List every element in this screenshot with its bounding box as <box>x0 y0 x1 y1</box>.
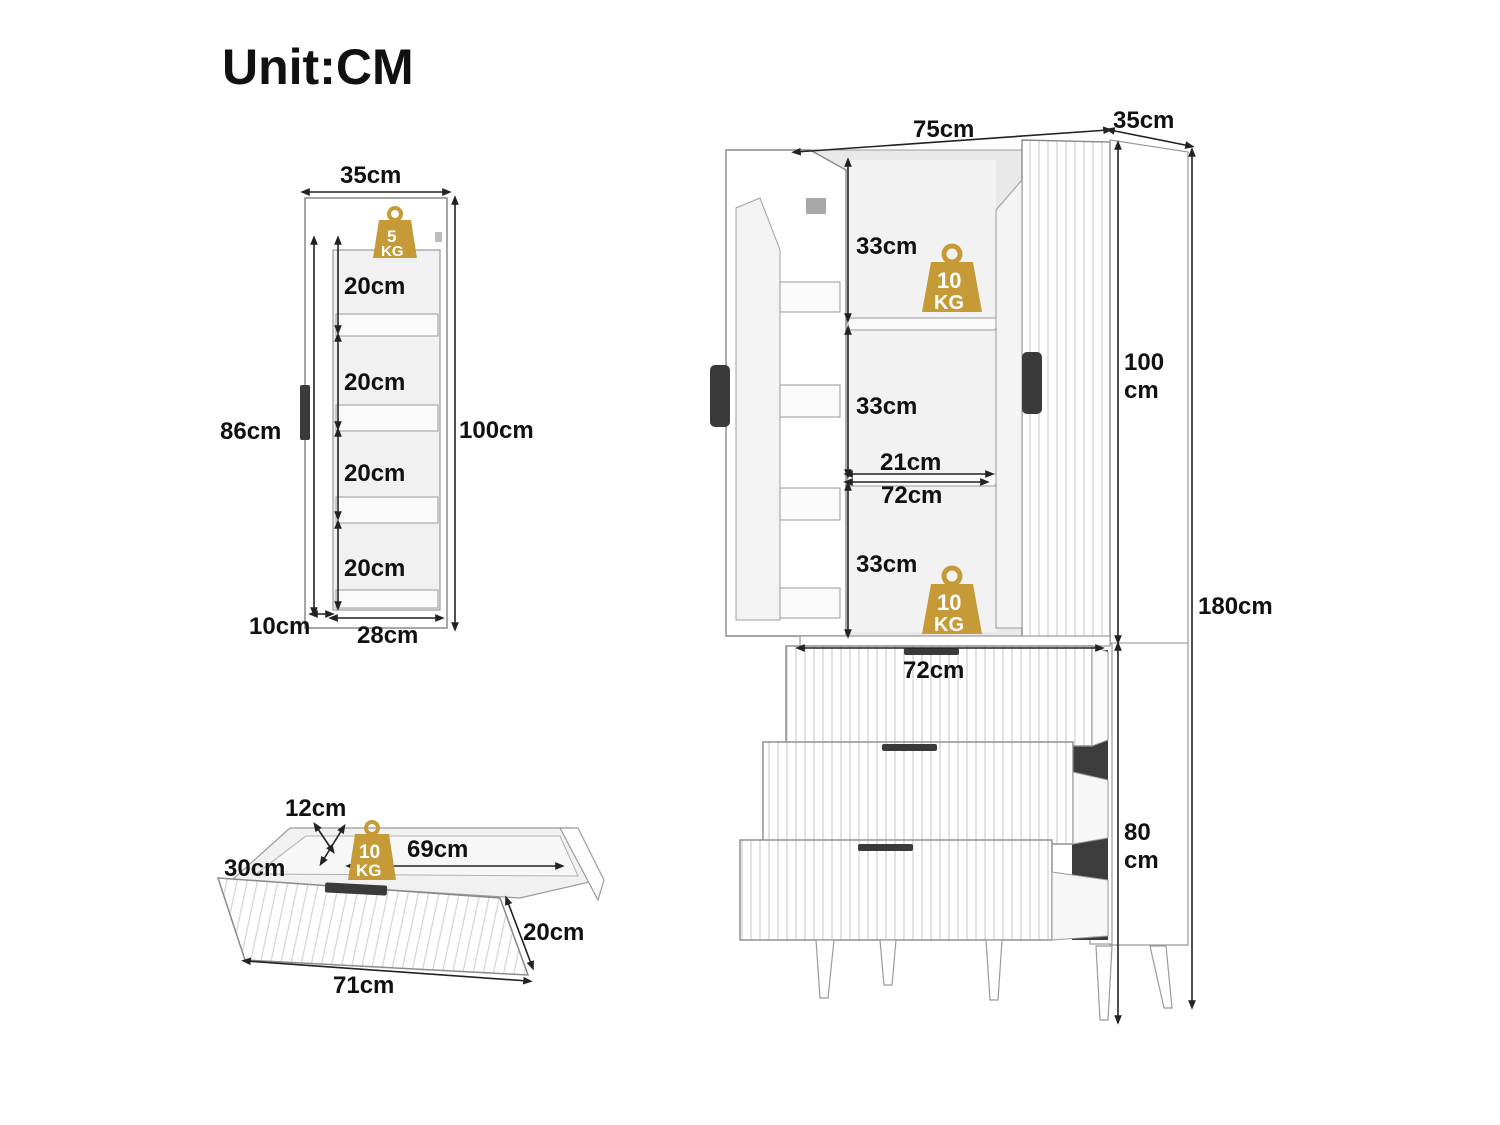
hinge <box>806 198 826 214</box>
load-badge-unit: KG <box>934 292 964 314</box>
drawer-front-middle <box>762 741 1074 845</box>
load-badge: 5 KG <box>373 206 417 260</box>
cabinet-width-label: 75cm <box>913 116 974 143</box>
door-hinge <box>435 232 442 242</box>
drawer-handle <box>324 882 388 896</box>
cabinet-leg <box>1095 945 1113 1021</box>
drawer-front-bottom <box>739 839 1053 941</box>
load-badge-unit: KG <box>356 861 382 880</box>
drawer-handle-middle <box>882 744 937 751</box>
door-edge-depth-label: 10cm <box>249 613 310 640</box>
cabinet-lower-height-value: 80 <box>1124 819 1151 846</box>
dim-line <box>241 957 533 985</box>
drawer-handle-top <box>904 648 959 655</box>
shelf-height-label: 20cm <box>344 555 405 582</box>
shelf-height-label: 20cm <box>344 460 405 487</box>
cabinet-shelf <box>845 317 1001 331</box>
dim-line <box>319 823 346 867</box>
left-door-handle <box>710 365 730 427</box>
drawer-front-width-label: 71cm <box>333 972 394 999</box>
load-badge: 10 KG <box>922 243 982 314</box>
dim-line <box>791 126 1113 156</box>
door-shelf <box>335 313 439 337</box>
cabinet-total-height-label: 180cm <box>1198 593 1273 620</box>
shelf-gap-label: 33cm <box>856 551 917 578</box>
load-badge: 10 KG <box>348 820 396 880</box>
door-shelf <box>335 589 439 609</box>
door-rack-shelf <box>779 384 841 418</box>
door-handle <box>300 385 310 440</box>
shelf-height-label: 20cm <box>344 369 405 396</box>
load-badge-value: 5 <box>387 227 396 246</box>
cabinet-back <box>846 160 996 632</box>
dim-line <box>1105 127 1195 149</box>
load-badge-unit: KG <box>934 614 964 636</box>
shelf-gap-label: 33cm <box>856 393 917 420</box>
drawer-side-middle <box>1072 771 1109 845</box>
drawer-width-label: 72cm <box>903 657 964 684</box>
right-door-edge <box>995 178 1023 629</box>
door-inner-width-label: 28cm <box>357 622 418 649</box>
drawer-front-top <box>785 645 1093 747</box>
cabinet-lower-height-unit: cm <box>1124 847 1159 874</box>
door-rack-shelf <box>779 587 841 619</box>
shelf-gap-label: 33cm <box>856 233 917 260</box>
door-inner-height-label: 86cm <box>220 418 281 445</box>
door-shelf <box>335 496 439 524</box>
door-total-height-label: 100cm <box>459 417 534 444</box>
load-badge-value: 10 <box>359 842 380 863</box>
drawer-inner-width-label: 69cm <box>407 836 468 863</box>
dim-line <box>505 895 534 971</box>
drawer-side-bottom <box>1051 871 1109 941</box>
door-shelf <box>335 404 439 432</box>
load-badge-value: 10 <box>937 590 961 615</box>
cabinet-depth-label: 35cm <box>1113 107 1174 134</box>
drawer-front-height-label: 20cm <box>523 919 584 946</box>
load-badge: 10 KG <box>922 565 982 636</box>
cabinet-leg <box>879 939 897 986</box>
right-door-handle <box>1022 352 1042 414</box>
cabinet-view: 75cm 35cm 100 cm 80 cm 180cm 33cm 33cm 3… <box>710 107 1273 1025</box>
door-rack-shelf <box>779 281 841 313</box>
drawer-depth-label: 30cm <box>224 855 285 882</box>
door-rack-shelf <box>779 487 841 521</box>
shelf-height-label: 20cm <box>344 273 405 300</box>
cabinet-upper-height-unit: cm <box>1124 377 1159 404</box>
cabinet-leg <box>815 939 835 999</box>
drawer-handle-bottom <box>858 844 913 851</box>
load-badge-value: 10 <box>937 268 961 293</box>
drawer-side-top <box>1091 645 1109 747</box>
drawer-side-height-label: 12cm <box>285 795 346 822</box>
cabinet-bottom-rail <box>799 635 1111 647</box>
cabinet-leg <box>985 939 1003 1001</box>
shelf-width-label: 72cm <box>881 482 942 509</box>
drawer-side <box>559 827 605 902</box>
cabinet-upper-height-value: 100 <box>1124 349 1164 376</box>
drawer-view: 12cm 30cm 69cm 20cm 71cm 10 KG <box>216 795 605 999</box>
door-view: 35cm 5 KG 20cm 20cm 20cm 20cm 86cm 100cm… <box>220 162 534 649</box>
door-width-label: 35cm <box>340 162 401 189</box>
cabinet-leg <box>1149 945 1173 1009</box>
shelf-depth-label: 21cm <box>880 449 941 476</box>
load-badge-unit: KG <box>381 243 404 260</box>
page-title: Unit:CM <box>222 39 414 95</box>
left-door-inner <box>735 197 781 621</box>
